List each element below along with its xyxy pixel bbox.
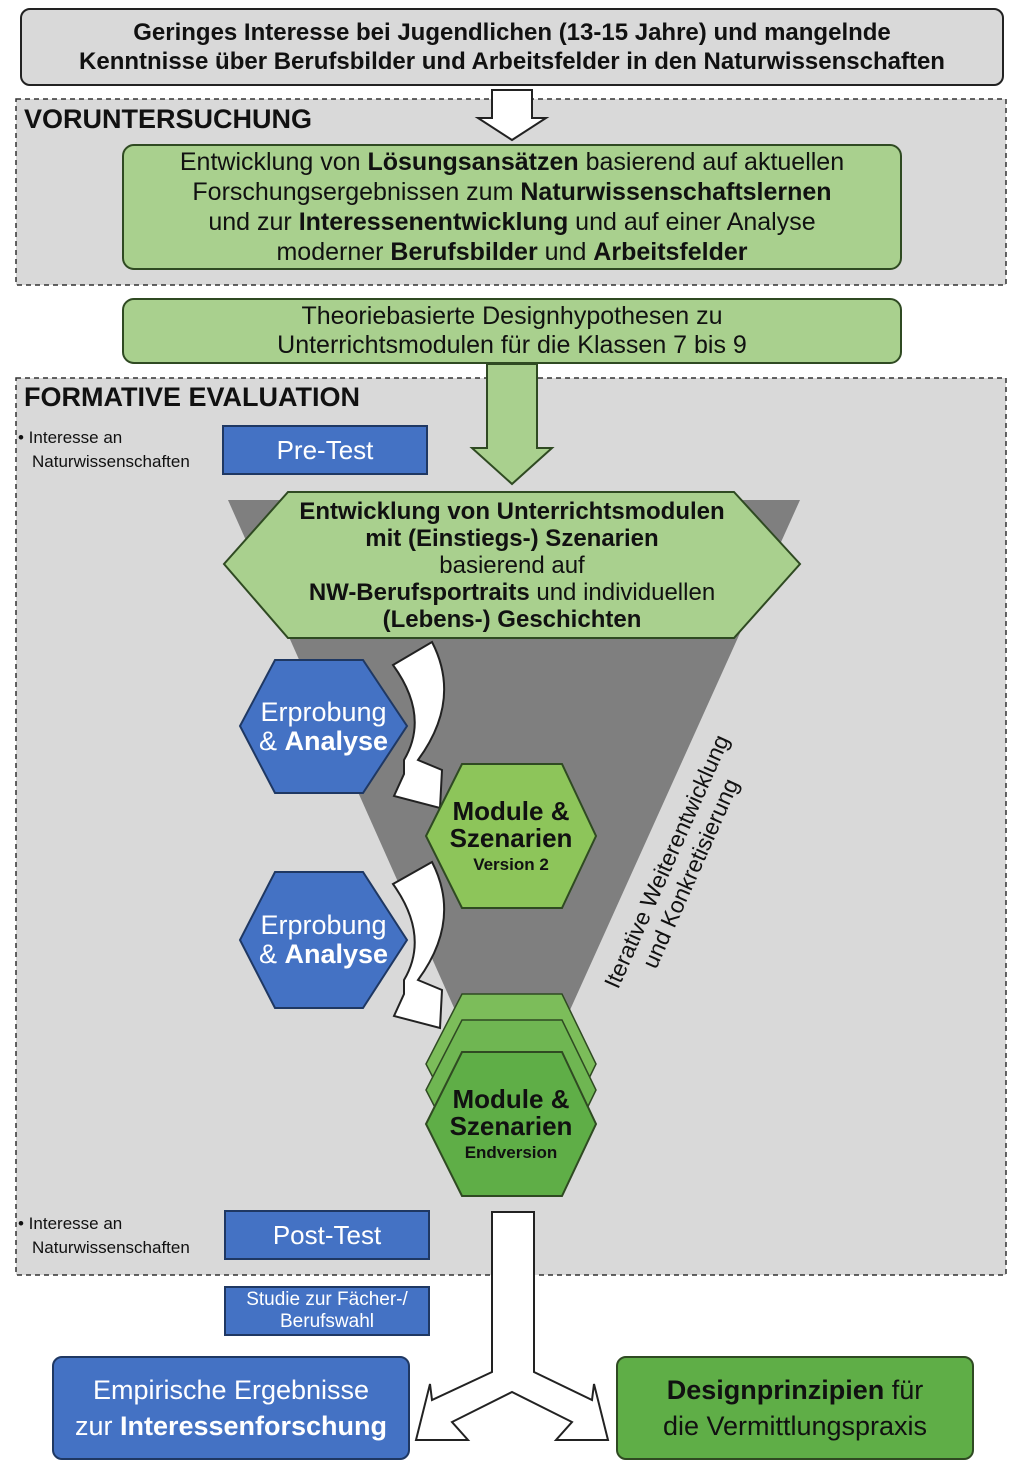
- vor-line-2: Forschungsergebnissen zum Naturwissensch…: [192, 178, 832, 206]
- problem-line-1: Geringes Interesse bei Jugendlichen (13-…: [133, 19, 891, 46]
- ent-line-1: Entwicklung von Unterrichtsmodulen: [299, 497, 725, 525]
- module-v2-hexagon: [424, 763, 598, 909]
- formative-evaluation-label: FORMATIVE EVALUATION: [24, 382, 360, 412]
- erp2-line-1: Erprobung: [260, 910, 387, 940]
- erp2-line-2: & Analyse: [258, 939, 389, 969]
- post-note-line-2: Naturwissenschaften: [32, 1238, 190, 1257]
- ent-line-3: basierend auf: [439, 551, 585, 579]
- erp1-line-2: & Analyse: [258, 725, 389, 756]
- pre-note-line-1: • Interesse an: [18, 428, 123, 447]
- module-endversion-hexagon: [424, 1051, 598, 1197]
- designhypothesen-box: Theoriebasierte Designhypothesen zu Unte…: [122, 298, 902, 364]
- entwicklung-text: Entwicklung von Unterrichtsmodulen mit (…: [224, 492, 800, 638]
- vor-line-3: und zur Interessenentwicklung und auf ei…: [208, 208, 816, 236]
- hyp-line-1: Theoriebasierte Designhypothesen zu: [301, 302, 723, 330]
- voruntersuchung-label: VORUNTERSUCHUNG: [24, 104, 313, 134]
- entwicklung-hexagon: [222, 491, 802, 639]
- ent-line-5: (Lebens-) Geschichten: [382, 605, 642, 633]
- module-version-2: Module & Szenarien Version 2: [426, 764, 596, 908]
- erp1-line-1: Erprobung: [260, 696, 387, 727]
- erg-line-1: Empirische Ergebnisse: [92, 1375, 370, 1405]
- vor-line-4: moderner Berufsbilder und Arbeitsfelder: [276, 238, 748, 266]
- designprinzipien-box: Designprinzipien für die Vermittlungspra…: [616, 1356, 974, 1460]
- erprobung-hexagon-2: [238, 871, 409, 1009]
- mod2-line-1: Module &: [452, 795, 570, 826]
- problem-statement: Geringes Interesse bei Jugendlichen (13-…: [20, 8, 1004, 86]
- erprobung-analyse-1: Erprobung & Analyse: [240, 660, 407, 793]
- studie-line-2: Berufswahl: [280, 1311, 374, 1332]
- mod2-line-2: Szenarien: [449, 822, 573, 853]
- empirische-ergebnisse-box: Empirische Ergebnisse zur Interessenfors…: [52, 1356, 410, 1460]
- post-test-box: Post-Test: [224, 1210, 430, 1260]
- modend-version: Endversion: [464, 1142, 558, 1162]
- fork-arrow: [414, 1211, 610, 1441]
- curved-arrow-2: [391, 860, 446, 1030]
- curved-arrow-1: [391, 640, 446, 810]
- post-test-label: Post-Test: [272, 1219, 382, 1250]
- pre-test-label: Pre-Test: [276, 434, 374, 465]
- loesungsansaetze-box: Entwicklung von Lösungsansätzen basieren…: [122, 144, 902, 270]
- studie-line-1: Studie zur Fächer-/: [246, 1289, 408, 1310]
- post-test-note: • Interesse an Naturwissenschaften: [18, 1212, 190, 1260]
- pre-test-box: Pre-Test: [222, 425, 428, 475]
- des-line-2: die Vermittlungspraxis: [662, 1411, 928, 1441]
- erprobung-hexagon-1: [238, 659, 409, 794]
- down-arrow-top: [474, 89, 550, 142]
- ent-line-2: mit (Einstiegs-) Szenarien: [365, 524, 659, 552]
- mod2-version: Version 2: [473, 854, 549, 874]
- ent-line-4: NW-Berufsportraits und individuellen: [308, 578, 716, 606]
- studie-box: Studie zur Fächer-/ Berufswahl: [224, 1286, 430, 1336]
- green-down-arrow: [469, 363, 555, 486]
- hyp-line-2: Unterrichtsmodulen für die Klassen 7 bis…: [277, 331, 747, 359]
- vor-line-1: Entwicklung von Lösungsansätzen basieren…: [179, 148, 845, 176]
- pre-test-note: • Interesse an Naturwissenschaften: [18, 426, 190, 474]
- des-line-1: Designprinzipien für: [666, 1375, 924, 1405]
- erprobung-analyse-2: Erprobung & Analyse: [240, 872, 407, 1008]
- modend-line-2: Szenarien: [449, 1110, 573, 1141]
- post-note-line-1: • Interesse an: [18, 1214, 123, 1233]
- problem-line-2: Kenntnisse über Berufsbilder und Arbeits…: [79, 48, 945, 75]
- module-endversion: Module & Szenarien Endversion: [426, 1052, 596, 1196]
- pre-note-line-2: Naturwissenschaften: [32, 452, 190, 471]
- erg-line-2: zur Interessenforschung: [74, 1411, 388, 1441]
- modend-line-1: Module &: [452, 1083, 570, 1114]
